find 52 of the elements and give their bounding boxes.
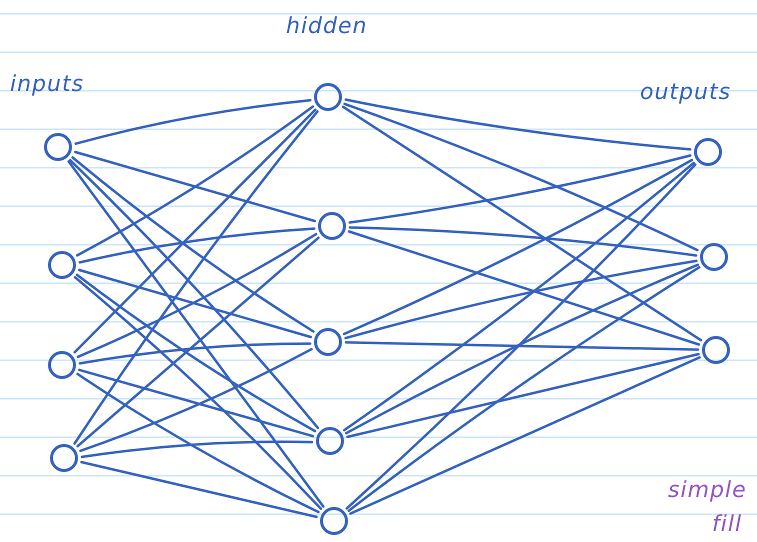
connection-line xyxy=(76,232,318,358)
connection-line xyxy=(348,266,700,512)
connection-line xyxy=(73,110,319,445)
neuron-circle xyxy=(320,507,348,535)
neuron-circle xyxy=(318,212,346,240)
handwritten-label: inputs xyxy=(10,72,84,97)
connection-line xyxy=(349,356,701,515)
connection-line xyxy=(76,274,316,432)
connection-line xyxy=(78,342,312,365)
connection-line xyxy=(344,264,700,434)
connection-line xyxy=(348,154,692,224)
connection-line xyxy=(74,150,316,222)
neuron-circle xyxy=(316,427,344,455)
connection-line xyxy=(346,163,696,510)
handwritten-label: outputs xyxy=(640,80,732,105)
connection-line xyxy=(67,160,325,508)
connection-line xyxy=(76,372,320,514)
connection-line xyxy=(343,102,699,252)
connection-line xyxy=(80,460,318,518)
neuron-circle xyxy=(50,444,78,472)
connection-line xyxy=(76,105,314,257)
handwritten-label: hidden xyxy=(286,14,368,39)
connection-line xyxy=(344,260,698,340)
connection-line xyxy=(346,352,700,438)
connection-line xyxy=(68,158,320,430)
neuron-circle xyxy=(44,133,72,161)
connection-line xyxy=(342,158,694,336)
connection-line xyxy=(344,98,692,151)
connection-line xyxy=(78,268,312,338)
neuron-circle xyxy=(48,351,76,379)
neuron-circle xyxy=(702,336,730,364)
connection-line xyxy=(80,440,314,458)
connection-line xyxy=(348,230,700,346)
connection-line xyxy=(74,276,322,510)
handwritten-label: fill xyxy=(712,512,742,537)
connection-line xyxy=(76,236,320,448)
connection-line xyxy=(343,162,695,432)
connection-line xyxy=(344,341,700,351)
neuron-circle xyxy=(314,328,342,356)
neuron-circle xyxy=(314,83,342,111)
connection-line xyxy=(348,226,698,257)
connection-line xyxy=(78,368,314,438)
neuron-circle xyxy=(700,243,728,271)
handwritten-label: simple xyxy=(668,478,747,503)
neuron-circle xyxy=(48,251,76,279)
connection-line xyxy=(342,106,702,342)
connection-line xyxy=(73,108,317,354)
connection-line xyxy=(78,227,316,264)
connection-line xyxy=(74,99,312,145)
connection-line xyxy=(71,156,315,333)
connection-line xyxy=(79,348,313,452)
neuron-circle xyxy=(694,138,722,166)
